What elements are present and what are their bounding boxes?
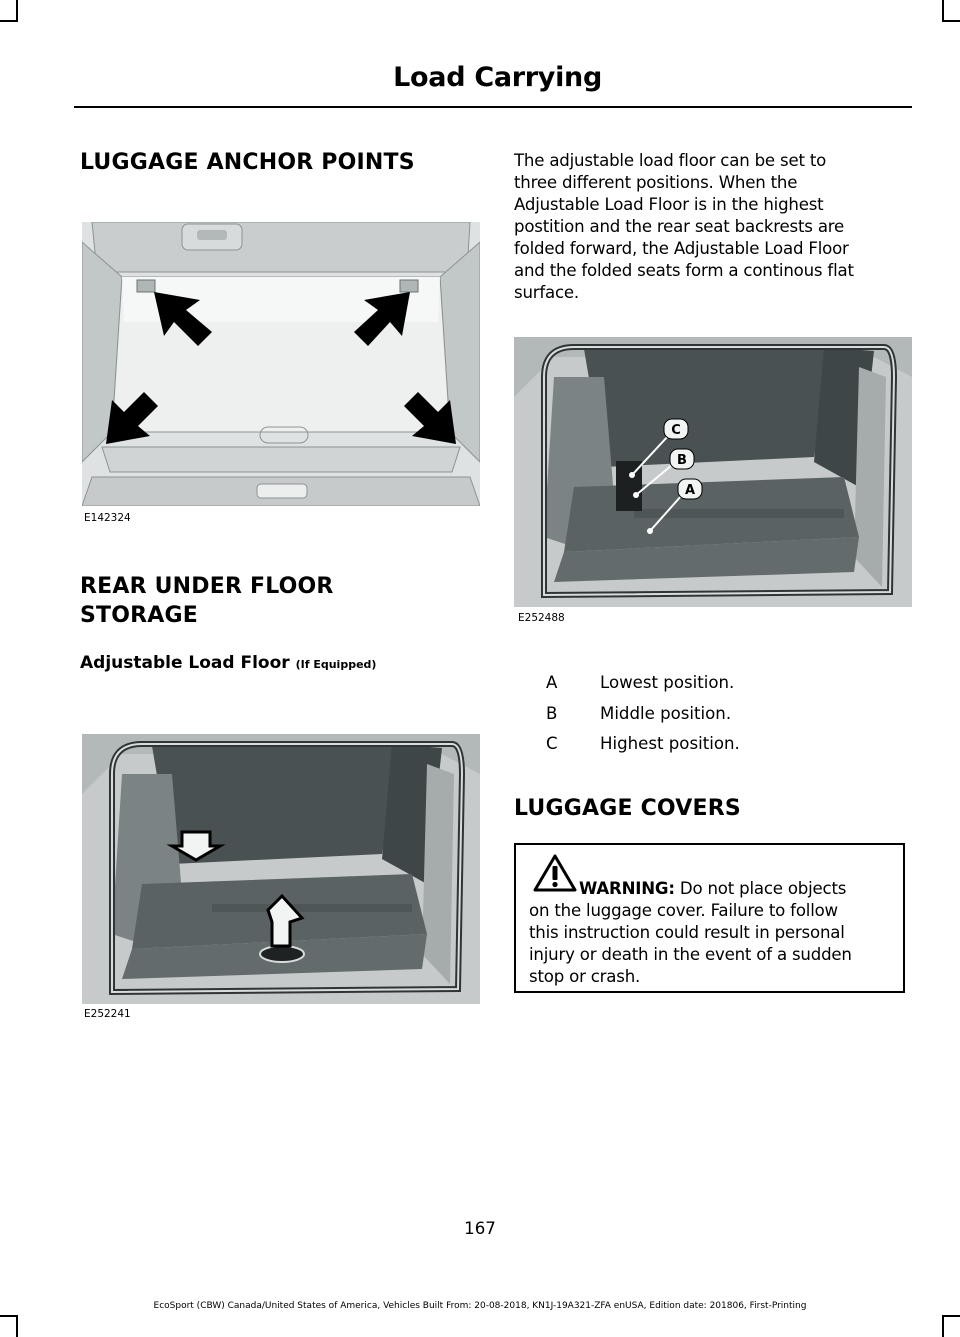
section-title-luggage-covers: LUGGAGE COVERS (514, 796, 741, 821)
intro-line: three different positions. When the (514, 173, 798, 192)
legend-text: Lowest position. (600, 673, 735, 692)
warning-text: WARNING: Do not place objects on the lug… (529, 878, 899, 988)
intro-line: folded forward, the Adjustable Load Floo… (514, 239, 849, 258)
section-title-rear-under-floor-line1: REAR UNDER FLOOR (80, 574, 334, 599)
legend-key: A (546, 673, 558, 692)
figure-code: E252241 (84, 1008, 131, 1020)
subsection-title-text: Adjustable Load Floor (80, 653, 290, 673)
intro-line: and the folded seats form a continous fl… (514, 261, 854, 280)
figure-load-floor-positions: C B A (514, 337, 912, 607)
intro-line: The adjustable load floor can be set to (514, 151, 827, 170)
crop-mark-bl-v (16, 1315, 18, 1337)
page-header-title: Load Carrying (393, 62, 602, 93)
footer-edition-info: EcoSport (CBW) Canada/United States of A… (153, 1301, 807, 1311)
crop-mark-bl-h (0, 1315, 16, 1317)
crop-mark-br-v (942, 1315, 944, 1337)
legend-key: B (546, 704, 558, 723)
subsection-qualifier: (If Equipped) (295, 658, 377, 671)
warning-label: WARNING: (579, 879, 675, 898)
warning-box: WARNING: Do not place objects on the lug… (514, 843, 905, 993)
warning-line: this instruction could result in persona… (529, 923, 845, 942)
warning-first-line: Do not place objects (674, 879, 847, 898)
callout-label-c: C (671, 423, 681, 438)
luggage-anchor-illustration (82, 222, 480, 506)
legend-key: C (546, 734, 558, 753)
crop-mark-tl-h (0, 20, 16, 22)
figure-adjustable-load-floor (82, 734, 480, 1004)
header-divider (74, 106, 912, 108)
crop-mark-tr-v (942, 0, 944, 22)
warning-line: stop or crash. (529, 967, 641, 986)
legend-text: Highest position. (600, 734, 740, 753)
arrow-down (166, 830, 226, 862)
callout-label-a: A (685, 483, 695, 498)
arrow-top-left (154, 292, 212, 346)
arrow-top-right (354, 292, 410, 346)
arrow-up (266, 893, 305, 948)
section-title-luggage-anchor-points: LUGGAGE ANCHOR POINTS (80, 150, 415, 175)
crop-mark-tl-v (16, 0, 18, 22)
warning-line: injury or death in the event of a sudden (529, 945, 852, 964)
arrow-bottom-left (106, 392, 158, 444)
section-title-rear-under-floor-line2: STORAGE (80, 603, 199, 628)
legend-text: Middle position. (600, 704, 732, 723)
crop-mark-tr-h (944, 20, 960, 22)
load-floor-positions-illustration: C B A (514, 337, 912, 607)
figure-code: E252488 (518, 612, 565, 624)
callout-a: A (677, 478, 703, 500)
load-floor-illustration (82, 734, 480, 1004)
intro-line: surface. (514, 283, 580, 302)
warning-line: on the luggage cover. Failure to follow (529, 901, 838, 920)
intro-line: Adjustable Load Floor is in the highest (514, 195, 824, 214)
arrow-bottom-right (404, 392, 456, 444)
callout-label-b: B (677, 453, 687, 468)
figure-luggage-anchor-points (82, 222, 480, 506)
page-number: 167 (464, 1219, 496, 1238)
figure-code: E142324 (84, 512, 131, 524)
subsection-title-adjustable-load-floor: Adjustable Load Floor (If Equipped) (80, 651, 376, 677)
callout-c: C (663, 418, 689, 440)
warning-triangle-icon (533, 854, 577, 892)
crop-mark-br-h (944, 1315, 960, 1317)
callout-b: B (669, 448, 695, 470)
intro-line: postition and the rear seat backrests ar… (514, 217, 845, 236)
intro-paragraph: The adjustable load floor can be set to … (514, 150, 914, 304)
